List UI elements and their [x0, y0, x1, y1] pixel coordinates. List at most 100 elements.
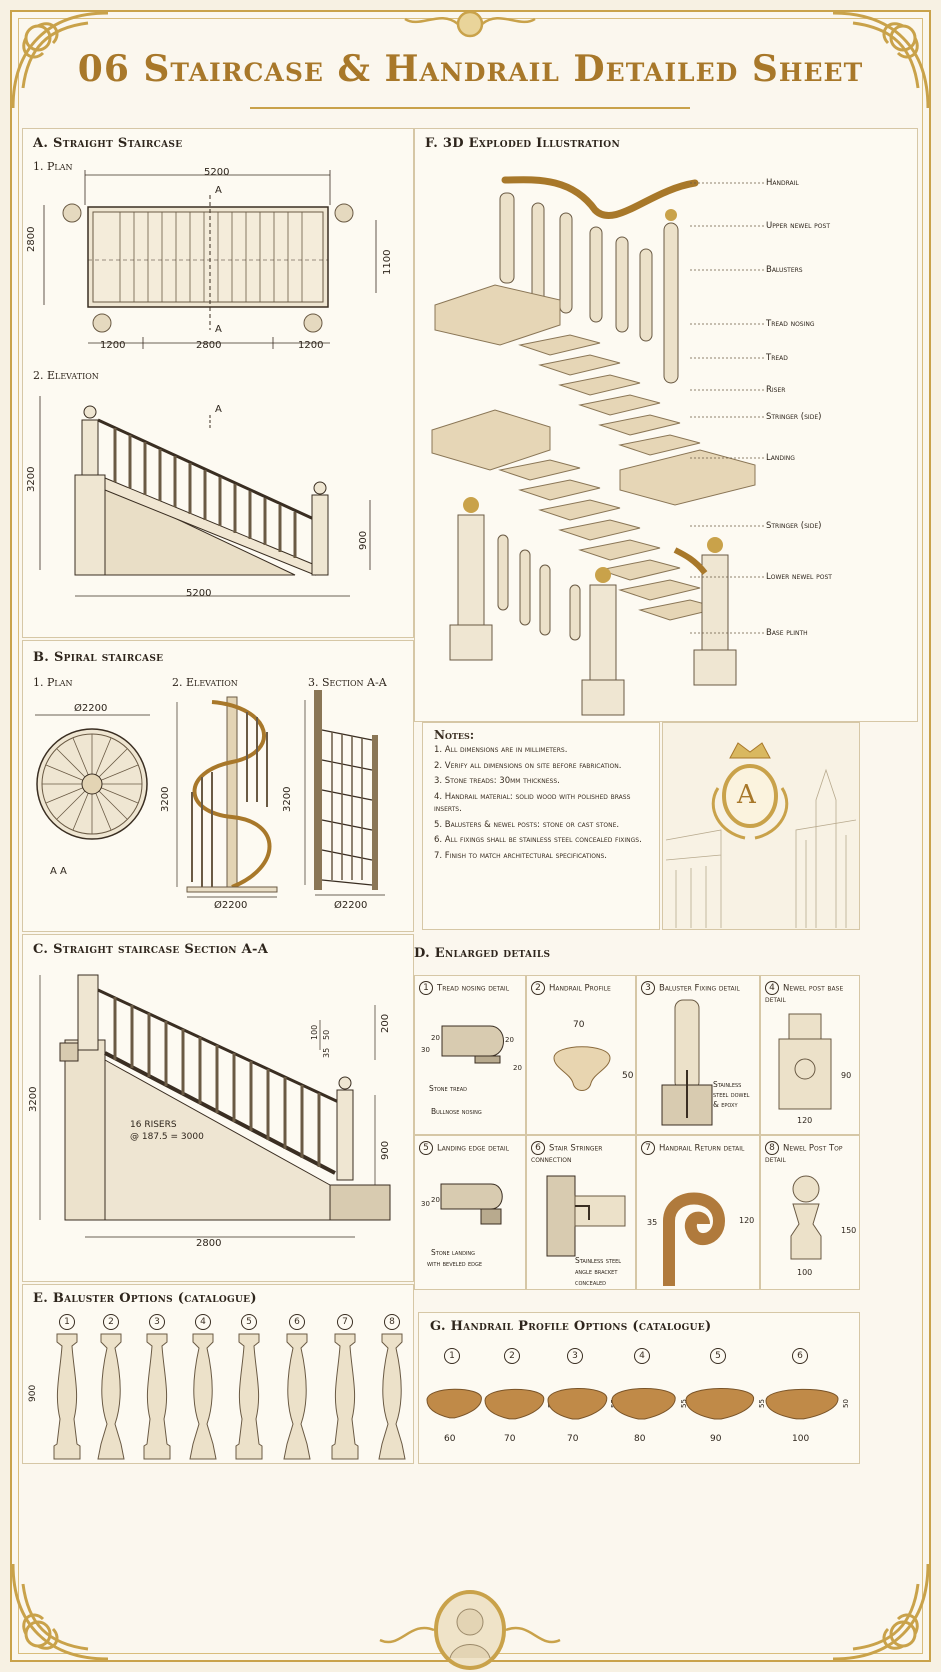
baluster-option-2[interactable] [96, 1333, 126, 1460]
baluster-option-number: 1 [59, 1314, 75, 1330]
sect-dim-rail: 900 [380, 1140, 391, 1160]
baluster-option-1[interactable] [52, 1333, 82, 1460]
handrail-option-number: 2 [504, 1348, 520, 1364]
detail-dim: 70 [573, 1020, 585, 1030]
section-aa-drawing [39, 974, 391, 1238]
handrail-profile-option-3[interactable] [546, 1383, 609, 1421]
spiral-elevation-drawing [176, 696, 278, 898]
handrail-width-dim: 70 [504, 1434, 516, 1444]
handrail-width-dim: 60 [444, 1434, 456, 1444]
sheet-title: 06 Staircase & Handrail Detailed Sheet [77, 48, 864, 90]
section-d-title: D. Enlarged details [414, 946, 551, 961]
detail-note: concealed [575, 1278, 607, 1287]
baluster-height-dim: 900 [28, 1384, 38, 1402]
baluster-option-8[interactable] [377, 1333, 407, 1460]
handrail-width-dim: 80 [634, 1434, 646, 1444]
spiral-plan-mark: A A [50, 866, 67, 877]
baluster-option-5[interactable] [234, 1333, 264, 1460]
detail-note: Stone tread [429, 1084, 467, 1093]
baluster-option-3[interactable] [142, 1333, 172, 1460]
exploded-leader-lines [690, 182, 765, 634]
elev-section-mark: A [215, 404, 222, 415]
detail-dim: 90 [841, 1071, 852, 1080]
baluster-option-7[interactable] [330, 1333, 360, 1460]
detail-note: & epoxy [713, 1100, 738, 1109]
callout-balusters: Balusters [766, 265, 803, 275]
sect-dim-width: 2800 [196, 1238, 222, 1249]
detail-dim: 35 [647, 1218, 658, 1227]
detail-dim: 30 [421, 1200, 430, 1208]
panel-notes [422, 722, 660, 930]
callout-stringer-upper: Stringer (side) [766, 412, 822, 422]
handrail-profile-option-1[interactable] [425, 1384, 483, 1420]
sect-dim-height: 3200 [28, 1086, 39, 1112]
handrail-option-number: 6 [792, 1348, 808, 1364]
baluster-option-4[interactable] [188, 1333, 218, 1460]
detail-title-text: Landing edge detail [437, 1143, 509, 1154]
detail-title-text: Tread nosing detail [437, 983, 510, 994]
tread-nosing-drawing [441, 1025, 504, 1064]
handrail-profile-option-6[interactable] [764, 1384, 840, 1421]
note-item: 1. All dimensions are in millimeters. [434, 745, 568, 755]
spiral-plan-label: 1. Plan [33, 676, 73, 689]
detail-dim: 150 [841, 1226, 857, 1235]
callout-lower-newel-post: Lower newel post [766, 572, 832, 582]
spiral-elev-width: Ø2200 [214, 900, 248, 911]
detail-title-text: Baluster Fixing detail [659, 983, 740, 994]
baluster-option-number: 6 [289, 1314, 305, 1330]
detail-number: 6 [531, 1141, 545, 1155]
note-item: 2. Verify all dimensions on site before … [434, 760, 622, 771]
detail-number: 3 [641, 981, 655, 995]
spiral-section-label: 3. Section A-A [308, 676, 387, 689]
detail-number: 1 [419, 981, 433, 995]
note-item: 7. Finish to match architectural specifi… [434, 850, 607, 861]
handrail-option-number: 1 [444, 1348, 460, 1364]
handrail-width-dim: 90 [710, 1434, 722, 1444]
note-item: 6. All fixings shall be stainless steel … [434, 835, 642, 845]
detail-dim: 20 [505, 1036, 514, 1044]
detail-dim: 120 [739, 1216, 755, 1225]
baluster-option-number: 8 [384, 1314, 400, 1330]
newel-top-drawing [790, 1175, 822, 1260]
baluster-option-number: 5 [241, 1314, 257, 1330]
handrail-profile-option-5[interactable] [684, 1383, 756, 1421]
callout-base-plinth: Base plinth [766, 628, 808, 638]
baluster-option-number: 3 [149, 1314, 165, 1330]
plan-dim-mid-seg: 2800 [196, 340, 222, 351]
detail-title: 5 Landing edge detail [419, 1141, 521, 1155]
handrail-width-dim: 70 [567, 1434, 579, 1444]
detail-dim: 120 [797, 1116, 813, 1125]
baluster-option-number: 7 [337, 1314, 353, 1330]
handrail-profile-option-4[interactable] [610, 1383, 677, 1421]
section-g-title: G. Handrail Profile Options (catalogue) [430, 1319, 712, 1334]
handrail-height-dim: 50 [842, 1399, 850, 1408]
handrail-profile-option-2[interactable] [483, 1384, 546, 1421]
callout-landing: Landing [766, 453, 795, 463]
spiral-elev-height: 3200 [160, 786, 171, 812]
plan-section-mark-top: A [215, 185, 222, 196]
baluster-option-number: 4 [195, 1314, 211, 1330]
section-c-title: C. Straight staircase Section A-A [33, 942, 269, 957]
detail-number: 4 [765, 981, 779, 995]
detail-dim: 20 [431, 1034, 440, 1042]
exploded-staircase-illustration [431, 176, 756, 716]
straight-stair-elevation [39, 396, 371, 597]
ornament-bottom-right-icon [832, 1563, 930, 1661]
stringer-connection-drawing [546, 1175, 626, 1257]
crest-letter: A [737, 780, 756, 810]
baluster-option-6[interactable] [282, 1333, 312, 1460]
panel-handrail-options [418, 1312, 860, 1464]
detail-number: 5 [419, 1141, 433, 1155]
section-a-title: A. Straight Staircase [33, 136, 183, 151]
detail-note: steel dowel [713, 1090, 750, 1099]
